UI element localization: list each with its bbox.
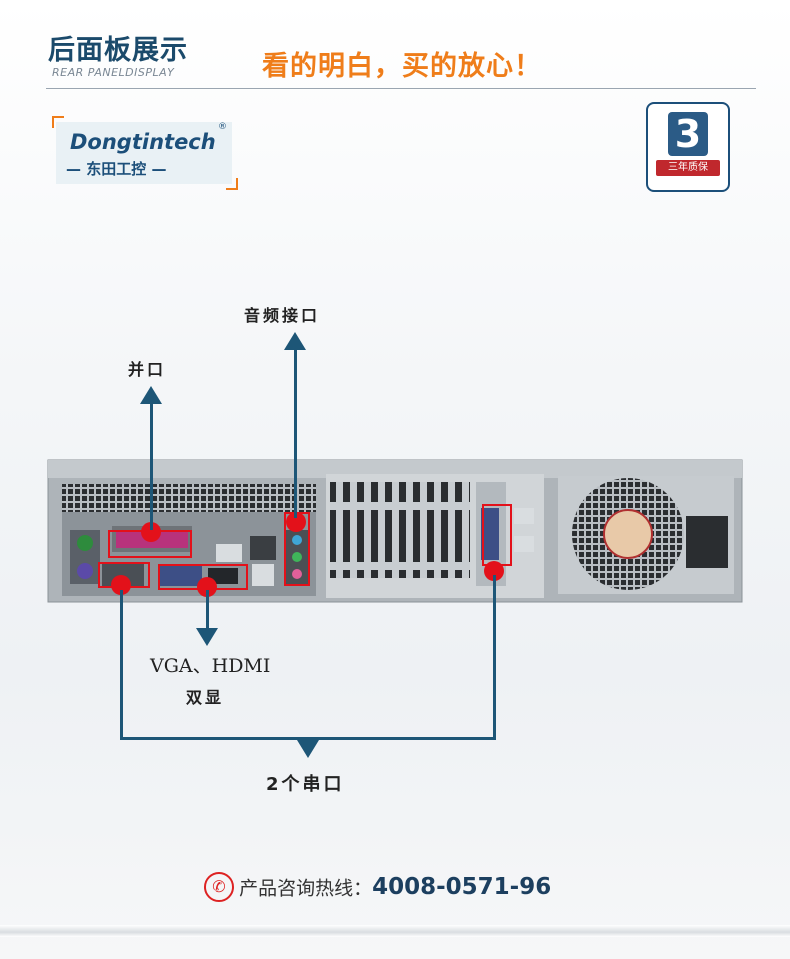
label-serial: 2个串口: [266, 774, 345, 795]
header-divider: [46, 88, 756, 89]
serial-leader-left: [120, 590, 123, 740]
label-dual-display: 双显: [186, 688, 225, 707]
power-socket: [686, 516, 728, 568]
vga-hdmi-leader: [206, 590, 209, 630]
serial-leader-right: [493, 575, 496, 740]
logo-corner-br: [226, 178, 238, 190]
usb-port-2: [252, 564, 274, 586]
usb-port-4: [514, 536, 534, 552]
serial-highlight-2: [482, 504, 512, 566]
registered-mark: ®: [218, 122, 227, 132]
parallel-arrow: [140, 386, 162, 404]
ps2-port-green: [77, 535, 93, 551]
vga-port: [160, 564, 202, 586]
page-subtitle: REAR PANELDISPLAY: [52, 66, 175, 79]
brand-name: Dongtintech: [70, 130, 216, 154]
serial-marker-2: [484, 561, 504, 581]
ps2-port-purple: [77, 563, 93, 579]
serial-arrow: [297, 740, 319, 758]
hotline-number[interactable]: 4008-0571-96: [372, 874, 552, 900]
hotline: ✆ 产品咨询热线：4008-0571-96: [204, 872, 551, 902]
audio-jack-blue: [292, 535, 302, 545]
brand-cn-name: — 东田工控 —: [66, 160, 167, 178]
serial-leader-bottom: [120, 737, 496, 740]
audio-leader: [294, 348, 297, 518]
audio-jack-pink: [292, 569, 302, 579]
logo-corner-tl: [52, 116, 64, 128]
parallel-leader: [150, 400, 153, 530]
slogan: 看的明白，买的放心！: [262, 51, 542, 82]
label-parallel: 并口: [128, 360, 167, 379]
psu-fan-label: [603, 509, 653, 559]
page-title: 后面板展示: [48, 35, 188, 66]
hotline-label: 产品咨询热线：: [239, 877, 373, 900]
phone-icon: ✆: [204, 872, 234, 902]
audio-jack-green: [292, 552, 302, 562]
audio-marker: [286, 512, 306, 532]
logo-background: [56, 122, 232, 184]
hdmi-port: [208, 568, 238, 584]
usb-port: [216, 544, 242, 562]
brand-logo: Dongtintech ® — 东田工控 —: [52, 116, 238, 190]
audio-arrow: [284, 332, 306, 350]
usb-port-3: [514, 508, 534, 524]
vga-hdmi-arrow: [196, 628, 218, 646]
parallel-marker: [141, 522, 161, 542]
lan-port: [250, 536, 276, 560]
vga-hdmi-marker: [197, 577, 217, 597]
label-vga-hdmi: VGA、HDMI: [150, 655, 271, 677]
warranty-text: 三年质保: [656, 160, 720, 176]
serial-port-2: [481, 508, 499, 560]
label-audio: 音频接口: [244, 306, 321, 325]
warranty-badge: 3 三年质保: [646, 102, 730, 192]
bottom-shadow: [0, 925, 790, 937]
warranty-years: 3: [668, 112, 708, 156]
serial-marker-1: [111, 575, 131, 595]
